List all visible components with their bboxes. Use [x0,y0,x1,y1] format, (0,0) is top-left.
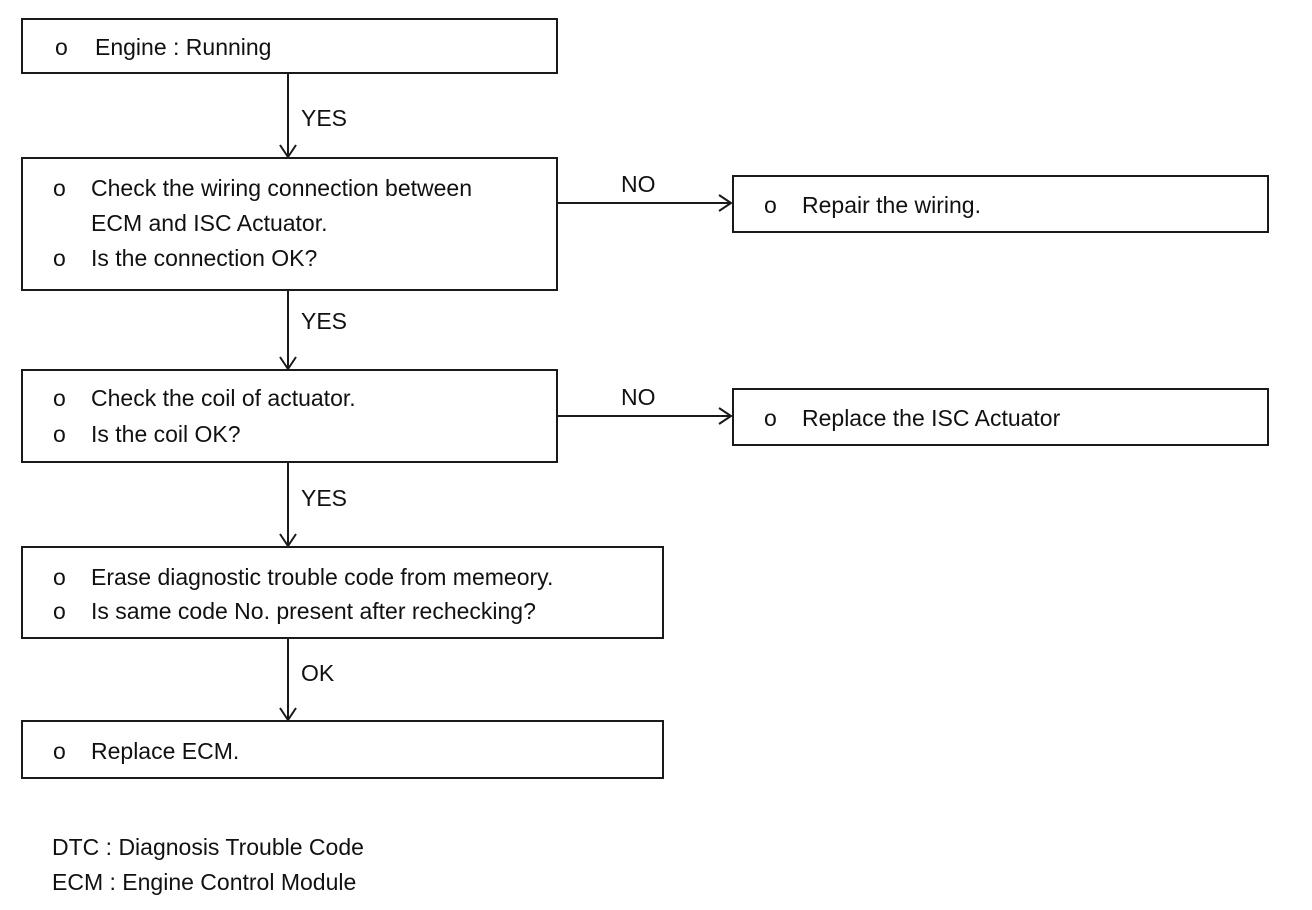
arrowhead-coil-to-replace-isc [718,407,733,425]
box-text-line: Is same code No. present after recheckin… [91,598,536,624]
box-repair-wiring: o Repair the wiring. [732,175,1269,233]
bullet-marker: o [53,175,66,201]
bullet-marker: o [53,738,66,764]
arrowhead-wiring-to-repair [718,194,733,212]
legend-dtc: DTC : Diagnosis Trouble Code [52,834,364,860]
box-text-line: Erase diagnostic trouble code from memeo… [91,564,554,590]
box-erase-dtc: o Erase diagnostic trouble code from mem… [21,546,664,639]
box-text-line: Is the coil OK? [91,421,241,447]
box-wiring-check: o Check the wiring connection between EC… [21,157,558,291]
box-text-line: Engine : Running [95,34,272,60]
legend-ecm: ECM : Engine Control Module [52,869,357,895]
box-replace-ecm: o Replace ECM. [21,720,664,779]
bullet-marker: o [53,564,66,590]
box-text-line: Repair the wiring. [802,192,981,218]
box-text-line: Is the connection OK? [91,245,318,271]
edge-label-no: NO [621,171,656,197]
edge-label-yes: YES [301,485,348,511]
edge-label-ok: OK [301,660,335,686]
bullet-marker: o [55,34,68,60]
bullet-marker: o [53,385,66,411]
box-text-line: Replace the ISC Actuator [802,405,1061,431]
box-text-line: ECM and ISC Actuator. [91,210,328,236]
box-text-line: Check the coil of actuator. [91,385,356,411]
box-coil-check: o Check the coil of actuator. o Is the c… [21,369,558,463]
bullet-marker: o [53,421,66,447]
bullet-marker: o [53,245,66,271]
edge-label-yes: YES [301,308,348,334]
box-replace-isc-actuator: o Replace the ISC Actuator [732,388,1269,446]
box-text-line: Check the wiring connection between [91,175,473,201]
box-engine-running: o Engine : Running [21,18,558,74]
edge-label-yes: YES [301,105,348,131]
box-text-line: Replace ECM. [91,738,240,764]
edge-label-no: NO [621,384,656,410]
bullet-marker: o [53,598,66,624]
bullet-marker: o [764,405,777,431]
bullet-marker: o [764,192,777,218]
